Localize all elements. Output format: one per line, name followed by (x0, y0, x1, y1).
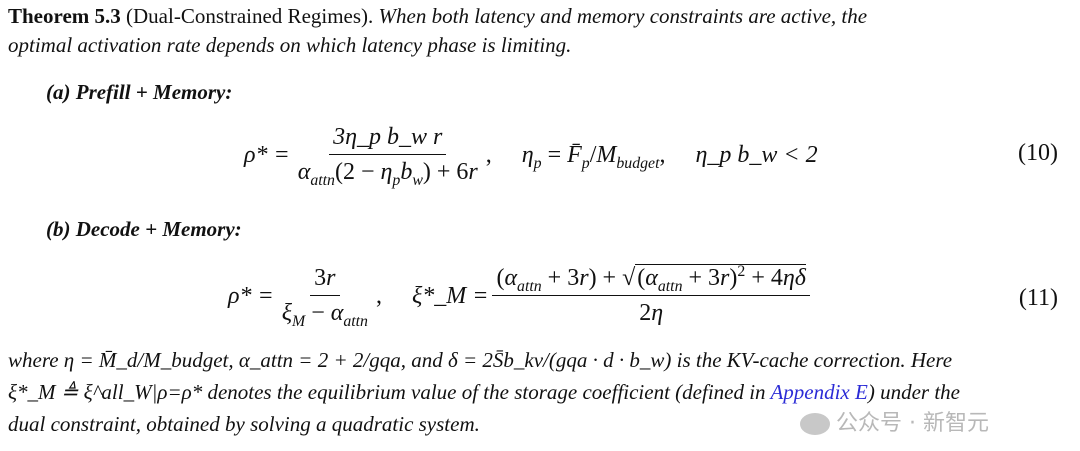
eq11-xi-numerator: (αattn + 3r) + √(αattn + 3r)2 + 4ηδ (492, 263, 810, 296)
theorem-label: Theorem 5.3 (8, 4, 121, 28)
theorem-name: (Dual-Constrained Regimes). (126, 4, 374, 28)
theorem-text-2: optimal activation rate depends on which… (8, 33, 572, 57)
theorem-statement: Theorem 5.3 (Dual-Constrained Regimes). … (8, 3, 867, 29)
remarks-line-2: ξ*_M ≜ ξ^all_W|ρ=ρ* denotes the equilibr… (8, 380, 960, 404)
eq10-denominator: αattn(2 − ηpbw) + 6r (297, 159, 478, 189)
watermark: 公众号 · 新智元 (800, 411, 989, 437)
eq10-fraction: 3η_p b_w r αattn(2 − ηpbw) + 6r (294, 122, 482, 189)
eq11-numerator: 3r (310, 263, 340, 296)
eq11-xi-lhs: ξ*_M = (411, 282, 489, 309)
equation-11: ρ* = 3r ξM − αattn , ξ*_M = (αattn + 3r)… (228, 263, 814, 330)
eq10-eta-def: ηp = F̄p/Mbudget, (521, 141, 666, 172)
appendix-e-link[interactable]: Appendix E (770, 380, 868, 404)
eq11-xi-fraction: (αattn + 3r) + √(αattn + 3r)2 + 4ηδ 2η (492, 263, 810, 328)
wechat-icon (800, 413, 830, 435)
equation-number-10: (10) (1018, 140, 1058, 166)
eq10-lhs: ρ* = (244, 141, 290, 168)
watermark-text: 公众号 · 新智元 (836, 411, 989, 436)
equation-10: ρ* = 3η_p b_w r αattn(2 − ηpbw) + 6r , η… (244, 122, 818, 189)
remarks-line-1: where η = M̄_d/M_budget, α_attn = 2 + 2/… (8, 348, 953, 372)
eq11-lhs: ρ* = (228, 282, 274, 309)
case-b-heading: (b) Decode + Memory: (46, 217, 242, 241)
eq10-numerator: 3η_p b_w r (329, 122, 447, 155)
equation-number-11: (11) (1018, 285, 1058, 311)
theorem-text-1: When both latency and memory constraints… (378, 4, 868, 28)
eq11-xi-denominator: 2η (639, 300, 664, 326)
case-a-heading: (a) Prefill + Memory: (46, 80, 233, 104)
eq11-fraction: 3r ξM − αattn (278, 263, 372, 330)
eq11-denominator: ξM − αattn (281, 300, 368, 330)
remarks-line-3: dual constraint, obtained by solving a q… (8, 412, 480, 436)
eq10-condition: η_p b_w < 2 (695, 141, 818, 168)
